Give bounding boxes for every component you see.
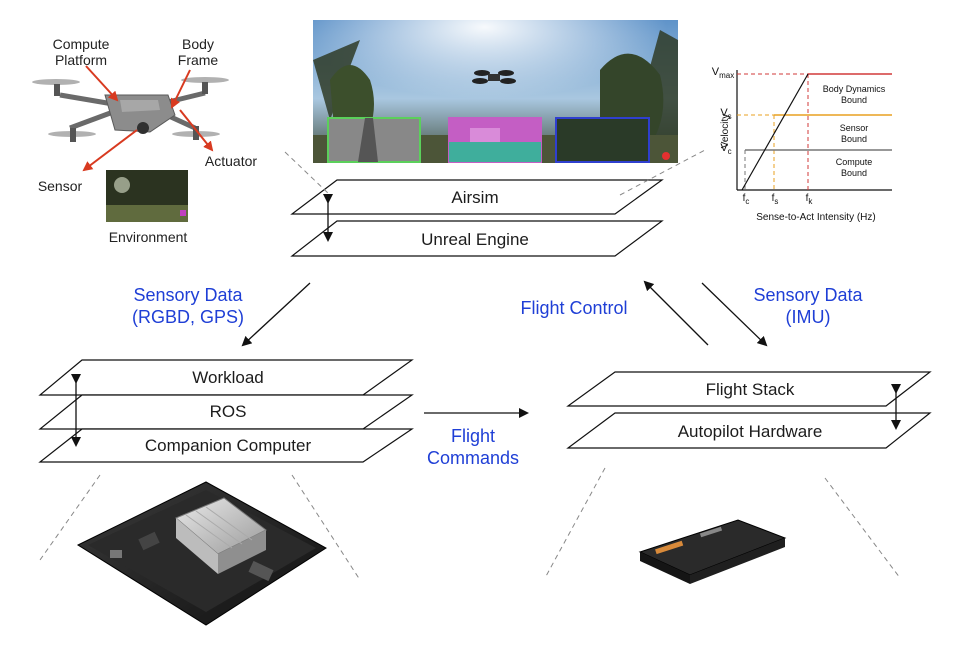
flight-commands-label: Flight Commands — [426, 426, 520, 468]
chart-x-tick-fs: fs — [771, 193, 779, 206]
quadcopter-icon — [472, 70, 516, 84]
airsim-plane — [290, 179, 664, 215]
flight-control-label: Flight Control — [520, 298, 628, 318]
chart-x-axis-label: Sense-to-Act Intensity (Hz) — [756, 212, 876, 223]
sensory-data-left-arrow — [241, 282, 311, 347]
chart-x-tick-fc: fc — [742, 193, 750, 206]
ros-label: ROS — [209, 402, 247, 421]
airsim-label: Airsim — [451, 188, 499, 207]
sensory-data-rgbd-gps-label: Sensory Data (RGBD, GPS) — [131, 285, 244, 327]
sensory-data-right-arrow — [701, 282, 768, 347]
companion-computer-board-image — [76, 481, 327, 626]
chart-x-tick-fk: fk — [805, 193, 813, 206]
flight-stack-label: Flight Stack — [705, 380, 795, 399]
roofline-chart — [736, 70, 892, 191]
sensor-bound-label: Sensor Bound — [839, 123, 869, 144]
flight-stack-plane — [566, 371, 932, 407]
drone-image — [32, 77, 229, 142]
compute-bound-label: Compute Bound — [835, 157, 873, 178]
autopilot-hardware-label: Autopilot Hardware — [677, 422, 823, 441]
actuator-label: Actuator — [204, 153, 258, 169]
autopilot-hardware-plane — [566, 412, 932, 449]
autopilot-hardware-image — [638, 519, 787, 584]
chart-y-tick-vmax: Vmax — [711, 66, 735, 81]
compute-platform-label: Compute Platform — [52, 36, 110, 68]
chart-y-tick-vs: Vs — [720, 107, 732, 122]
companion-computer-plane — [38, 428, 414, 463]
chart-y-axis-label: Velocity — [720, 113, 731, 149]
sensory-data-imu-label: Sensory Data (IMU) — [753, 285, 863, 327]
body-frame-label: Body Frame — [177, 36, 219, 68]
roofline-slope — [741, 73, 809, 191]
workload-label: Workload — [192, 368, 264, 387]
body-dynamics-bound-label: Body Dynamics Bound — [822, 84, 886, 105]
chart-y-tick-vc: Vc — [720, 142, 732, 157]
environment-image — [106, 170, 188, 222]
companion-computer-label: Companion Computer — [144, 436, 312, 455]
airsim-simulation-image — [313, 20, 678, 163]
unreal-engine-plane — [290, 220, 664, 257]
environment-label: Environment — [108, 229, 188, 245]
flight-control-arrow — [643, 280, 709, 346]
unreal-engine-label: Unreal Engine — [421, 230, 529, 249]
sensor-label: Sensor — [37, 178, 83, 194]
